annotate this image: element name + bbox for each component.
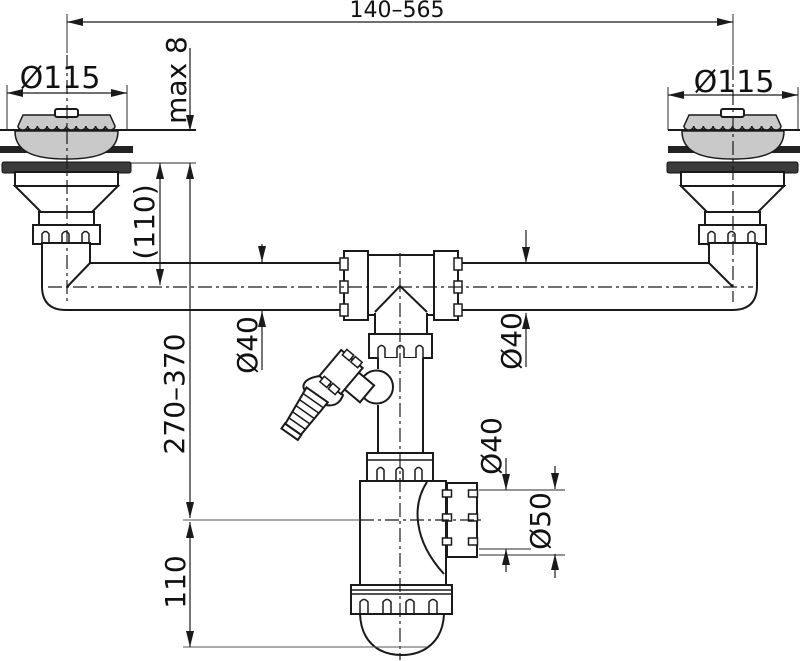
washing-machine-connector [280, 348, 376, 442]
label-outlet-diameter: Ø40 [475, 417, 508, 475]
label-trap-bottom-depth: 110 [159, 555, 192, 608]
dimension-labels: 140–565 Ø115 Ø115 max 8 (110) 270–370 11… [20, 0, 775, 609]
label-outlet-nut-diameter: Ø50 [524, 492, 557, 550]
tee-body [365, 254, 437, 316]
label-right-strainer-diameter: Ø115 [694, 65, 775, 100]
label-flange-to-pipe-axis: (110) [128, 184, 161, 259]
trap-dome [358, 613, 446, 657]
trap-cup [359, 480, 447, 587]
label-max-thickness: max 8 [160, 36, 193, 124]
label-pipe-diameter-right: Ø40 [495, 312, 528, 370]
centerlines [48, 55, 753, 660]
strainer-basket [17, 114, 116, 131]
label-left-strainer-diameter: Ø115 [20, 61, 101, 96]
label-top-span: 140–565 [350, 0, 445, 23]
hose-union-nut [317, 348, 376, 404]
label-pipe-diameter-left: Ø40 [231, 316, 264, 374]
hose-barb [280, 385, 330, 442]
dimension-annotations [6, 14, 799, 647]
label-installation-height-range: 270–370 [158, 334, 191, 455]
trap-outlet-bell [416, 481, 445, 575]
elbow-miter-right [708, 262, 734, 288]
elbow-miter-left [66, 262, 91, 288]
